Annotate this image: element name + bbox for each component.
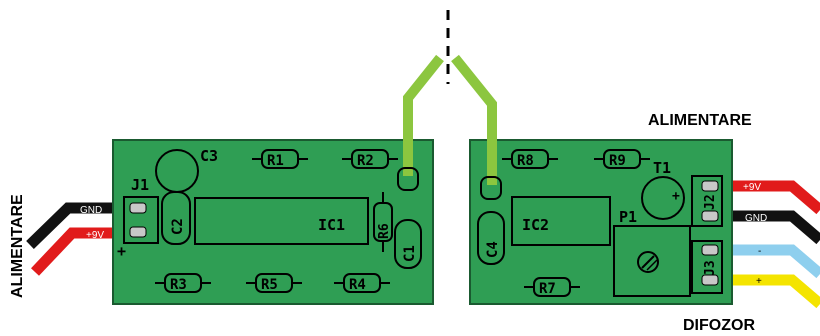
r6-label: R6 (377, 223, 392, 239)
ic2-chip (511, 196, 611, 246)
r8-resistor (502, 149, 558, 169)
p1-label: P1 (619, 208, 637, 226)
c2-capacitor (161, 191, 191, 245)
p1-knob-slot-2 (646, 259, 658, 271)
r3-resistor (155, 273, 211, 293)
ic1-chip (194, 197, 369, 245)
speaker-minus-wire (712, 244, 820, 279)
p1-knob-icon (637, 251, 659, 273)
p1-potentiometer (613, 225, 691, 297)
antenna-pad-right (480, 176, 502, 200)
antenna-right (451, 54, 497, 185)
j1-plus-label: + (117, 242, 126, 260)
c3-label: C3 (200, 147, 218, 165)
t1-label: T1 (653, 159, 671, 177)
power-label-right: ALIMENTARE (648, 112, 752, 129)
left-9v-label: +9V (86, 230, 104, 241)
c2-label: C2 (170, 218, 186, 235)
r6-resistor (373, 192, 393, 252)
pcb-right-board (469, 139, 733, 305)
r9-label: R9 (609, 153, 626, 169)
r1-resistor (252, 149, 308, 169)
p1-knob-slot (641, 255, 655, 269)
j2-label: J2 (703, 194, 718, 210)
right-9v-label: +9V (743, 182, 761, 193)
r4-label: R4 (349, 277, 366, 293)
c1-capacitor (394, 219, 422, 269)
power-label-left: ALIMENTARE (9, 194, 26, 298)
r7-label: R7 (539, 281, 556, 297)
j3-connector (691, 240, 723, 294)
r7-resistor (524, 277, 580, 297)
r2-label: R2 (357, 153, 374, 169)
j3-label: J3 (703, 260, 718, 276)
left-9v-wire (31, 227, 128, 276)
speaker-label: DIFOZOR (683, 317, 755, 334)
t1-plus-label: + (672, 189, 680, 204)
r1-label: R1 (267, 153, 284, 169)
speaker-plus-label: + (756, 276, 762, 287)
r2-resistor (342, 149, 398, 169)
j1-connector (123, 196, 159, 244)
speaker-minus-label: - (758, 246, 761, 257)
right-gnd-label: GND (745, 213, 767, 224)
r5-resistor (246, 273, 302, 293)
right-9v-wire (712, 180, 820, 215)
left-gnd-label: GND (80, 205, 102, 216)
speaker-plus-wire (712, 274, 820, 309)
t1-transistor (641, 176, 685, 220)
c4-label: C4 (485, 241, 501, 258)
j2-connector (691, 175, 723, 227)
r8-label: R8 (517, 153, 534, 169)
c3-capacitor (155, 149, 199, 193)
r3-label: R3 (170, 277, 187, 293)
antenna-pad-left (397, 167, 419, 191)
antenna-left (403, 54, 444, 176)
r4-resistor (334, 273, 390, 293)
left-gnd-wire (26, 202, 128, 249)
j1-label: J1 (131, 176, 149, 194)
c4-capacitor (477, 211, 505, 265)
right-gnd-wire (712, 210, 820, 245)
ic1-label: IC1 (318, 216, 345, 234)
r5-label: R5 (261, 277, 278, 293)
c1-label: C1 (402, 245, 418, 262)
ic2-label: IC2 (522, 216, 549, 234)
r9-resistor (594, 149, 650, 169)
